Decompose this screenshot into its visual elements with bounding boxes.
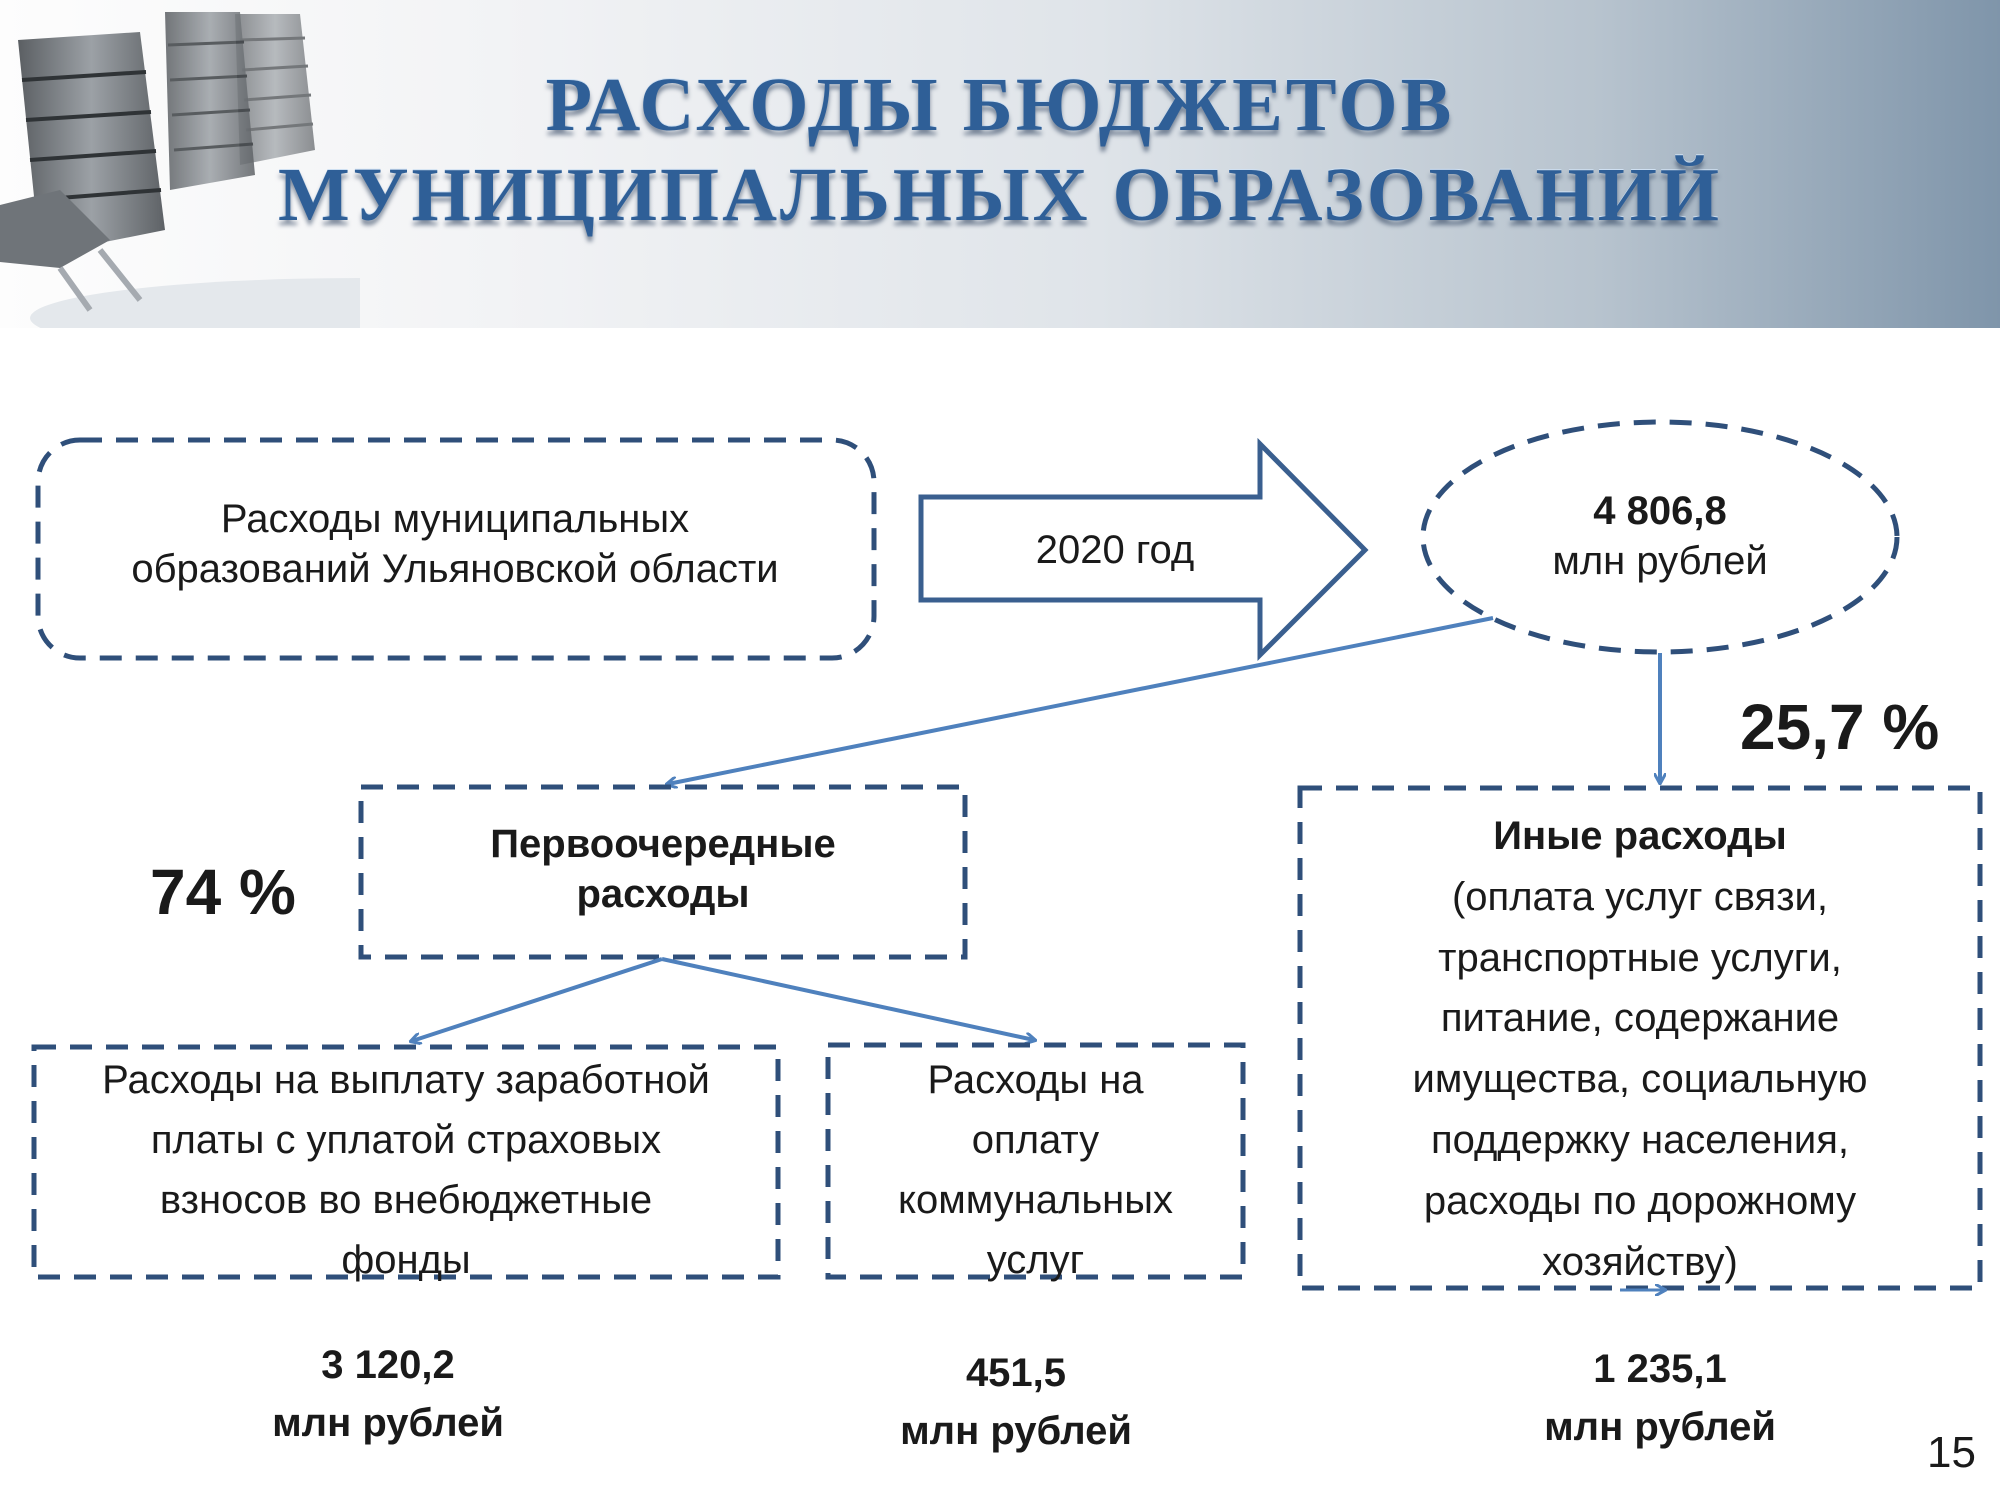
year-arrow-shape — [918, 437, 1369, 662]
utilities-line: коммунальных — [898, 1178, 1173, 1222]
other-title: Иные расходы — [1493, 814, 1787, 858]
utilities-value-block: 451,5 млн рублей — [816, 1344, 1216, 1460]
other-box — [1297, 785, 1983, 1291]
other-desc-line: поддержку населения, — [1430, 1117, 1850, 1162]
salary-line: платы с уплатой страховых — [150, 1118, 662, 1162]
source-box — [35, 437, 877, 661]
priority-title-line1: Первоочередные — [490, 822, 836, 866]
arrow-priority-to-utilities — [661, 957, 1034, 1040]
total-value: 4 806,8 — [1593, 489, 1727, 533]
utilities-unit: млн рублей — [900, 1409, 1132, 1453]
other-desc-line: расходы по дорожному — [1423, 1178, 1857, 1223]
salary-value: 3 120,2 — [321, 1343, 455, 1387]
source-text-line1: Расходы муниципальных — [220, 497, 690, 541]
utilities-line: оплату — [971, 1118, 1100, 1162]
salary-text: Расходы на выплату заработной платы с уп… — [44, 1050, 768, 1290]
other-text: Иные расходы (оплата услуг связи, трансп… — [1310, 806, 1970, 1292]
year-label: 2020 год — [1035, 528, 1195, 572]
priority-title-line2: расходы — [576, 872, 750, 916]
total-ellipse — [1420, 419, 1900, 655]
salary-box — [31, 1044, 781, 1280]
utilities-text: Расходы на оплату коммунальных услуг — [838, 1050, 1233, 1290]
salary-line: фонды — [341, 1238, 471, 1282]
other-desc-line: хозяйству) — [1542, 1239, 1738, 1284]
page-title-line1: РАСХОДЫ БЮДЖЕТОВ — [545, 63, 1455, 147]
arrow-priority-to-salary — [412, 957, 663, 1041]
priority-box — [358, 784, 968, 960]
header-banner: РАСХОДЫ БЮДЖЕТОВ МУНИЦИПАЛЬНЫХ ОБРАЗОВАН… — [0, 0, 2000, 328]
utilities-line: услуг — [986, 1238, 1085, 1282]
other-desc-line: транспортные услуги, — [1438, 935, 1842, 980]
total-value-block: 4 806,8 млн рублей — [1460, 486, 1860, 586]
other-share: 25,7 % — [1740, 691, 1940, 763]
salary-value-block: 3 120,2 млн рублей — [188, 1336, 588, 1452]
salary-line: взносов во внебюджетные — [159, 1178, 653, 1222]
priority-share: 74 % — [150, 856, 296, 928]
office-chairs-image — [0, 12, 360, 328]
arrow-total-to-priority — [668, 616, 1494, 784]
utilities-line: Расходы на — [927, 1058, 1144, 1102]
page-number: 15 — [1927, 1428, 1976, 1477]
other-value-block: 1 235,1 млн рублей — [1460, 1340, 1860, 1456]
other-desc-line: питание, содержание — [1440, 996, 1840, 1041]
source-text-line2: образований Ульяновской области — [131, 547, 779, 591]
other-desc-line: имущества, социальную — [1412, 1057, 1868, 1102]
utilities-value: 451,5 — [965, 1351, 1067, 1395]
salary-unit: млн рублей — [272, 1401, 504, 1445]
other-desc-line: (оплата услуг связи, — [1451, 874, 1828, 919]
other-unit: млн рублей — [1544, 1405, 1776, 1449]
priority-title: Первоочередные расходы — [380, 819, 946, 919]
salary-line: Расходы на выплату заработной — [102, 1058, 710, 1102]
page-title-line2: МУНИЦИПАЛЬНЫХ ОБРАЗОВАНИЙ — [278, 153, 1722, 237]
other-value: 1 235,1 — [1593, 1347, 1727, 1391]
source-text: Расходы муниципальных образований Ульяно… — [60, 494, 850, 594]
total-unit: млн рублей — [1552, 539, 1768, 583]
